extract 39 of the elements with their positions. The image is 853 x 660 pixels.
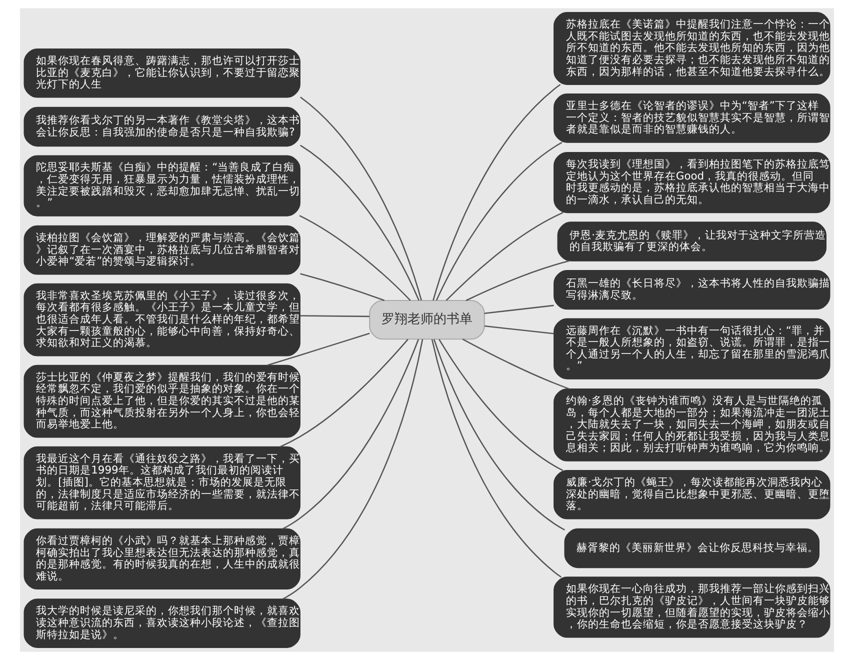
node-box: 你看过贾樟柯的《小武》吗？就基本上那种感觉，贾樟柯确实拍出了我心里想表达但无法表达的那种感觉，真的是那种感觉。有的时候我真的在想，人生中的成就很难说。 — [23, 528, 300, 590]
node-box: 我非常喜欢圣埃克苏佩里的《小王子》，读过很多次，每次看都有很多感触。《小王子》是一本儿童文学，但也很适合成年人看。不管我们是什么样的年纪，都希望大家有一颗孩童般的心，能够心中向善，保持好奇心、求知欲和对正义的渴慕。 — [23, 283, 300, 356]
connector — [462, 338, 570, 390]
connector — [282, 339, 423, 600]
connector — [300, 96, 422, 301]
connector — [465, 260, 569, 302]
node-box: 罗翔老师的书单 — [368, 300, 484, 340]
connector — [298, 215, 410, 301]
connector — [282, 339, 418, 530]
node-box: 如果你现在春风得意、踌躇满志，那也许可以打开莎士比亚的《麦克白》，它能让你认识到，不要过于留恋聚光灯下的人生 — [23, 48, 300, 98]
connector — [300, 144, 419, 301]
node-box: 我最近这个月在看《通往奴役之路》，我看了一下，买书的日期是1999年。这都构成了我们最初的阅读计划。[插图]。它的基本思想就是：市场的发展是无限的，法律制度只是适应市场经济的一些需要，就法律不可能超前，法律只可能滞后。 — [23, 446, 300, 520]
connector — [438, 339, 563, 471]
node-box: 苏格拉底在《美诺篇》中提醒我们注意一个悖论：一个人既不能试图去发现他所知道的东西，也不能去发现他所不知道的东西。他不能去发现他所知的东西，因为他知道了便没有必要去探寻；也不能去发现他所不知道的东西，因为那样的话，他甚至不知道他要去探寻什么。 — [553, 12, 830, 85]
node-box: 我推荐你看戈尔丁的另一本著作《教堂尖塔》，这本书会让你反思：自我强加的使命是否只是一种自我欺骗? — [23, 106, 300, 147]
connector — [445, 212, 563, 301]
node-box: 莎士比亚的《仲夏夜之梦》提醒我们，我们的爱有时候经常飘忽不定，我们爱的似乎是抽象的对象。你在一个特殊的时间点爱上了他，但是你爱的其实不过是他的某种气质，而这种气质投射在另外一个人身上，你也会轻而易举地爱上他。 — [23, 364, 300, 438]
connector — [279, 338, 408, 448]
node-box: 陀思妥耶夫斯基《白痴》中的提醒：“当善良成了白痴，仁爱变得无用，狂暴显示为力量，怯懦装扮成理性，美注定要被践踏和毁灭，恶却愈加肆无忌惮、扰乱一切。” — [23, 155, 300, 216]
connector — [435, 142, 562, 301]
node-box: 远藤周作在《沉默》一书中有一句话很扎心：“罪，并不是一般人所想象的，如盗窃、说谎。所谓罪，是指一个人通过另一个人的人生，却忘了留在那里的雪泥鸿爪。” — [553, 318, 830, 380]
connector — [300, 273, 384, 302]
connector — [432, 339, 564, 530]
connector — [432, 84, 560, 301]
node-box: 每次我读到《理想国》，看到柏拉图笔下的苏格拉底笃定地认为这个世界存在Good，我真的很感动。但同时我更感动的是，苏格拉底承认他的智慧相当于大海中的一滴水，承认自己的无知。 — [553, 152, 830, 214]
connector — [266, 332, 370, 366]
connector — [484, 304, 554, 314]
connector — [484, 325, 554, 334]
node-box: 我大学的时候是读尼采的，你想我们那个时候，就喜欢读这种意识流的东西，喜欢读这种小段论述，《查拉图斯特拉如是说》。 — [23, 598, 300, 648]
node-box: 如果你现在一心向往成功，那我推荐一部让你感到扫兴的书，巴尔扎克的《驴皮记》，人世间有一块驴皮能够实现你的一切愿望，但随着愿望的实现，驴皮将会缩小，你的生命也会缩短，你是否愿意接受这块驴皮？ — [553, 576, 830, 638]
node-box: 石黑一雄的《长日将尽》，这本书将人性的自我欺骗描写得淋漓尽致。 — [553, 270, 830, 310]
node-box: 赫胥黎的《美丽新世界》会让你反思科技与幸福。 — [564, 528, 820, 568]
node-box: 威廉·戈尔丁的《蝇王》，每次读都能再次洞悉我内心深处的幽暗，觉得自己比想象中更邪恶、更幽暗、更堕落。 — [553, 470, 830, 520]
node-box: 伊恩·麦克尤恩的《赎罪》，让我对于这种文字所营造的自我欺骗有了更深的体会。 — [556, 222, 826, 262]
connector — [299, 315, 369, 318]
connector — [430, 339, 562, 578]
node-box: 读柏拉图《会饮篇》，理解爱的严肃与崇高。《会饮篇》记叙了在一次酒宴中，苏格拉底与几位古希腊智者对小爱神“爱若”的赞颂与逻辑探讨。 — [23, 225, 300, 275]
node-box: 亚里士多德在《论智者的谬误》中为“智者”下了这样一个定义：智者的技艺貌似智慧其实不是智慧，所谓智者就是靠似是而非的智慧赚钱的人。 — [553, 94, 830, 143]
node-box: 约翰·多恩的《丧钟为谁而鸣》没有人是与世隔绝的孤岛，每个人都是大地的一部分；如果海流冲走一团泥土，大陆就失去了一块，如同失去一个海岬，如朋友或自己失去家园；任何人的死都让我受损，因为我与人类息息相关；因此，别去打听钟声为谁鸣响，它为你鸣响。 — [553, 388, 830, 462]
